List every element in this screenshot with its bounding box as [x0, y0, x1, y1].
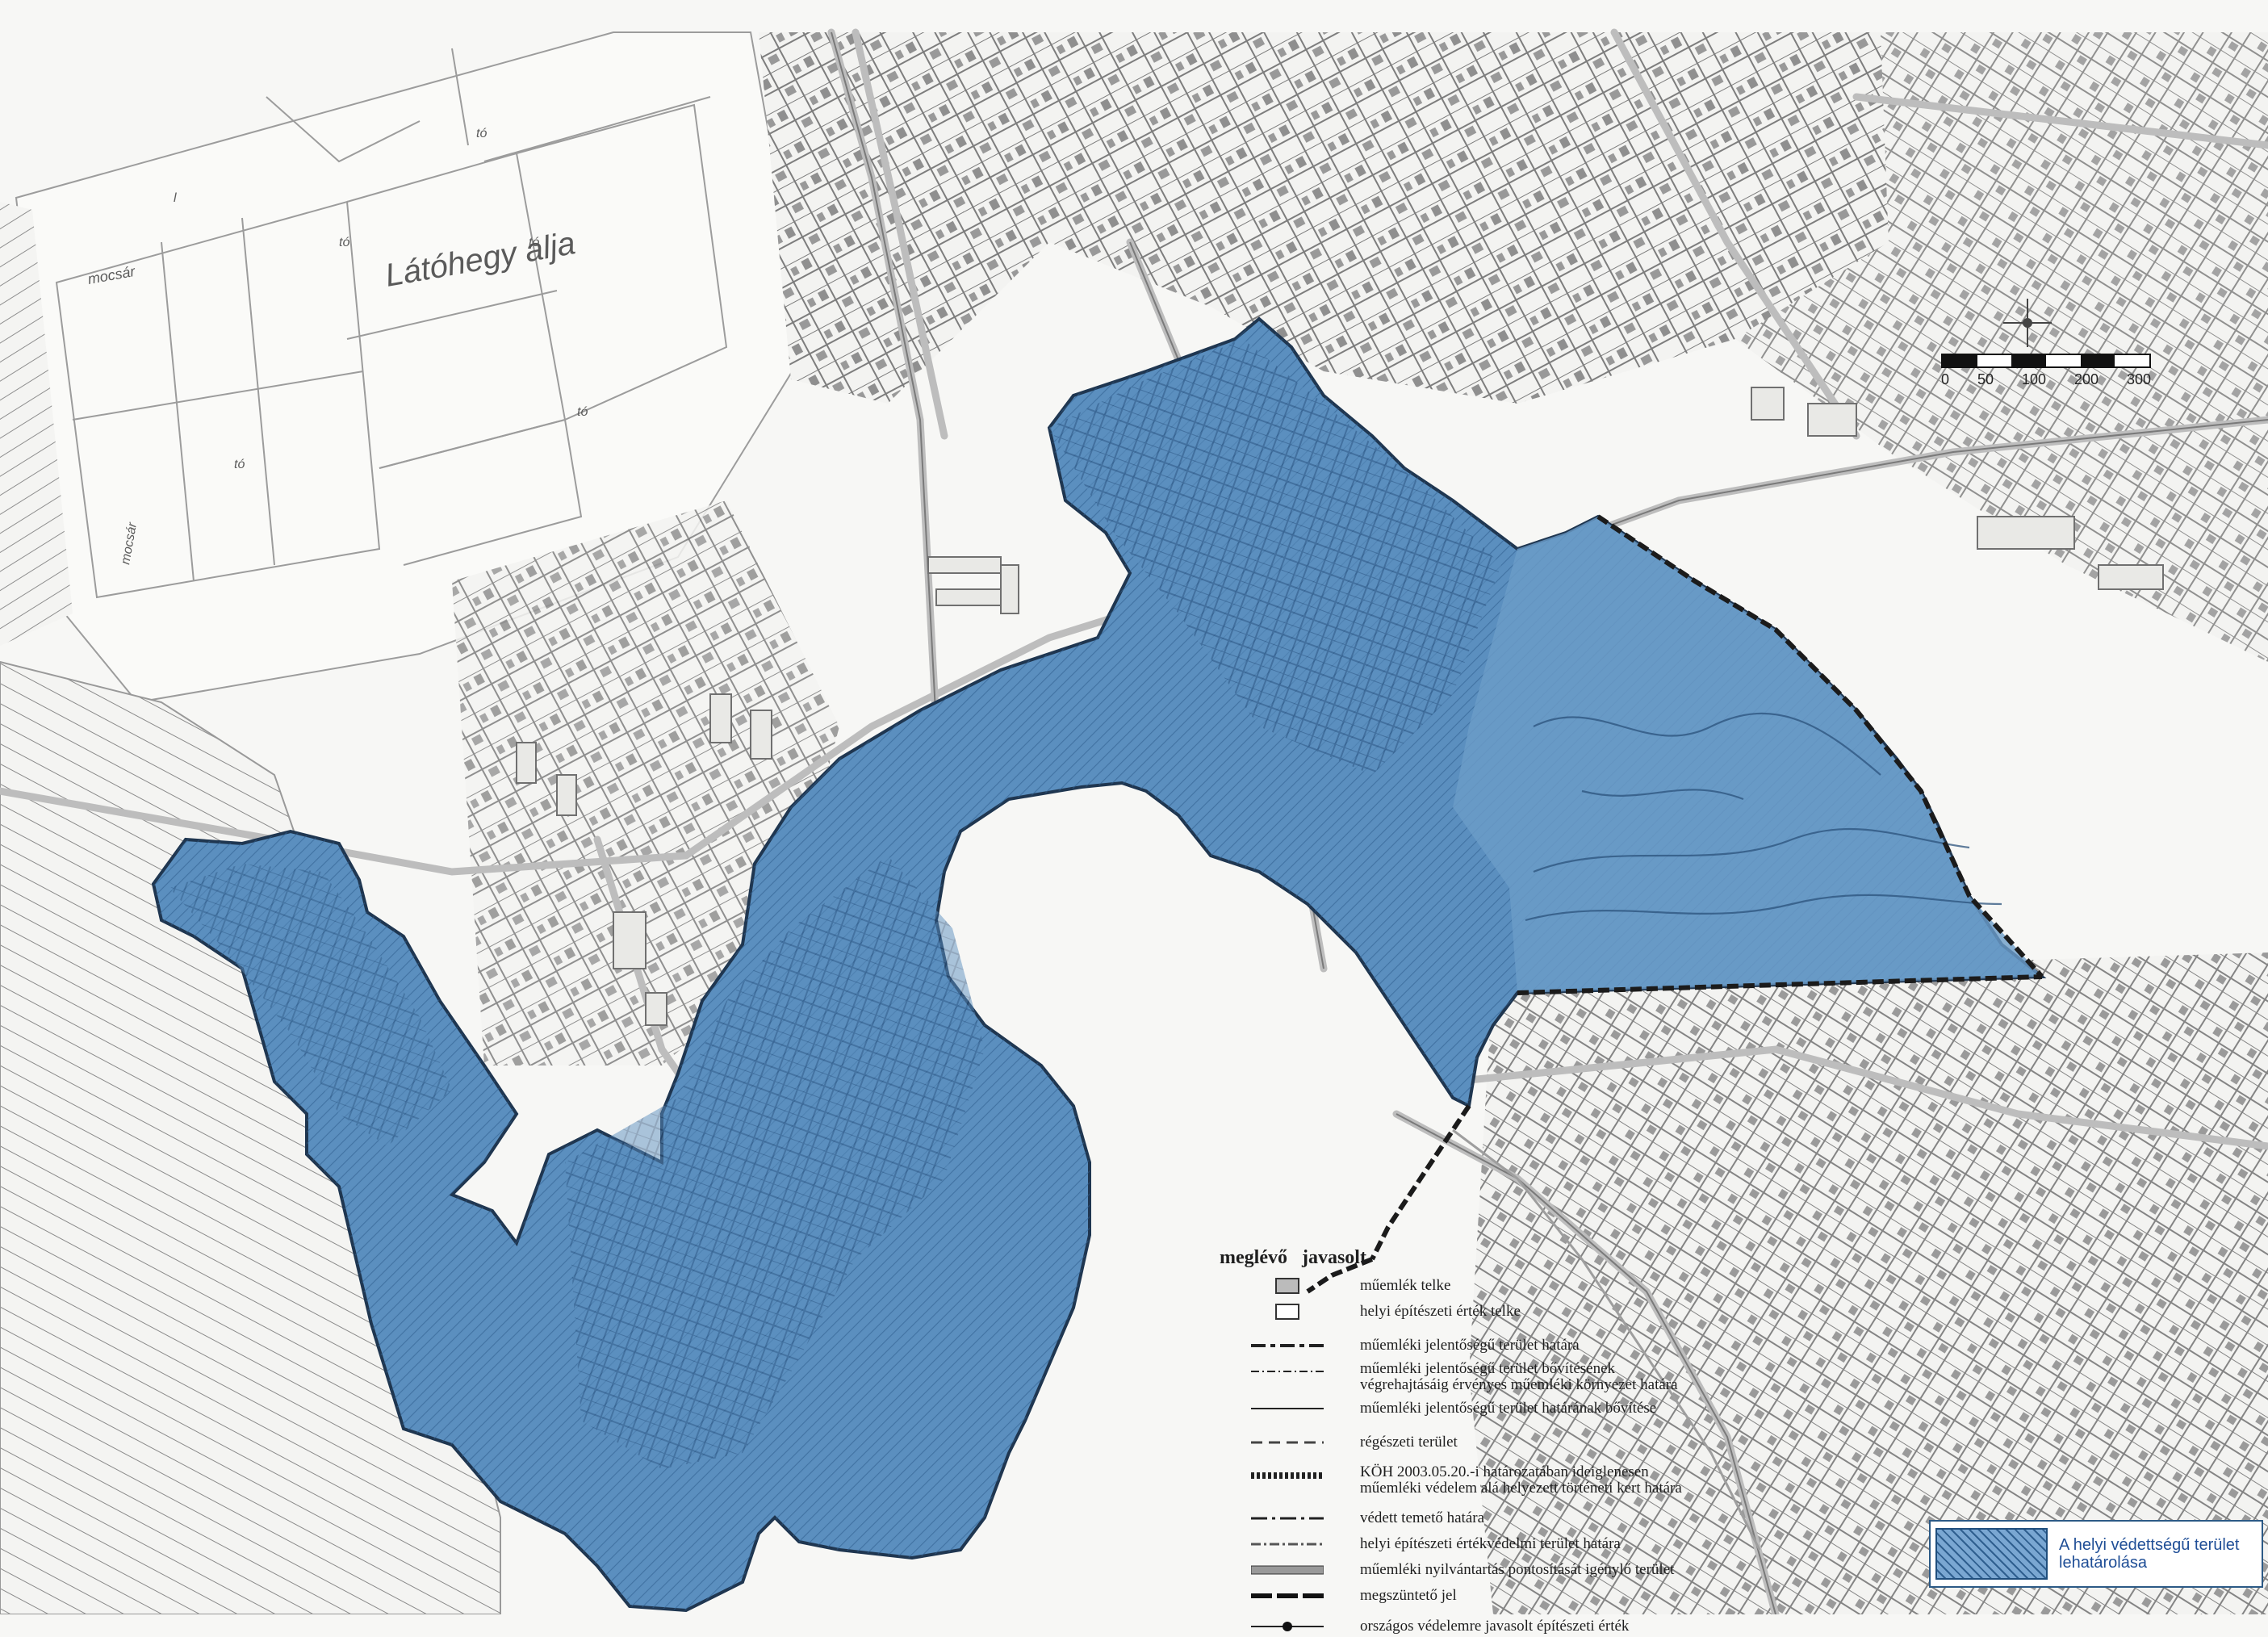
building-blocks	[516, 387, 2164, 1026]
scale-tick-0: 0	[1941, 371, 1950, 387]
place-label-to-5: tó	[234, 458, 245, 471]
legend-label: műemléki jelentőségű terület bővítésének…	[1360, 1360, 1678, 1393]
brook-line	[1452, 1128, 1761, 1551]
legend-item: országos védelemre javasolt építészeti é…	[1215, 1616, 1731, 1637]
scale-tick-50: 50	[1977, 371, 1994, 387]
bold-mark-icon	[1251, 1593, 1324, 1598]
hatched-square-icon	[1275, 1278, 1299, 1294]
legend-label: KÖH 2003.05.20.-i határozatában ideiglen…	[1360, 1463, 1682, 1497]
legend-label: országos védelemre javasolt építészeti é…	[1360, 1618, 1630, 1635]
left-strip-parcels-2	[0, 202, 73, 646]
legend-label: helyi építészeti érték telke	[1360, 1303, 1521, 1320]
north-arrow-icon	[2003, 299, 2052, 347]
legend-item: műemléki jelentőségű terület határának b…	[1215, 1398, 1731, 1419]
scale-bar: 0 50 100 200 300	[1941, 354, 2151, 402]
legend-header-existing: meglévő	[1220, 1247, 1287, 1268]
place-label-l: l	[174, 191, 177, 205]
protected-area-key: A helyi védettségű terület lehatárolása	[1929, 1520, 2263, 1588]
park-area	[1453, 517, 2042, 993]
scale-tick-200: 200	[2073, 371, 2099, 387]
park-paths	[1525, 712, 2002, 922]
dash-hv-icon	[1251, 1543, 1324, 1546]
scale-tick-300: 300	[2126, 371, 2151, 387]
legend-item: műemléki nyilvántartás pontosítását igén…	[1215, 1560, 1731, 1580]
legend-item: műemlék telke	[1215, 1275, 1731, 1296]
legend-label: védett temető határa	[1360, 1509, 1485, 1526]
town-middle	[452, 500, 839, 1066]
place-label-to-2: tó	[339, 236, 349, 249]
pattern-band-icon	[1251, 1565, 1324, 1575]
fine-dash-icon	[1251, 1371, 1324, 1372]
key-label: A helyi védettségű terület lehatárolása	[2059, 1536, 2240, 1572]
place-label-to-4: tó	[577, 405, 588, 419]
legend-header-proposed: javasolt	[1301, 1247, 1366, 1268]
legend-label: helyi építészeti értékvédelmi terület ha…	[1360, 1535, 1621, 1552]
legend-label: régészeti terület	[1360, 1434, 1458, 1451]
legend-label: műemlék telke	[1360, 1277, 1451, 1294]
legend-item: KÖH 2003.05.20.-i határozatában ideiglen…	[1215, 1464, 1731, 1497]
protected-dense-west	[169, 864, 452, 1146]
place-label-to: tó	[476, 127, 487, 140]
dash-t-icon	[1251, 1517, 1324, 1520]
empty-square-icon	[1275, 1304, 1299, 1320]
scale-bar-graphic	[1941, 354, 2151, 368]
protected-dense-south	[565, 856, 985, 1469]
protected-dense-north	[1049, 339, 1501, 775]
town-east	[1735, 32, 2268, 662]
thin-line-icon	[1251, 1408, 1324, 1409]
bead-line-icon	[1251, 1472, 1324, 1479]
legend-item: műemléki jelentőségű terület határa	[1215, 1335, 1731, 1356]
legend-item: régészeti terület	[1215, 1432, 1731, 1453]
map-legend: meglévő javasolt műemlék telke helyi épí…	[1215, 1247, 1731, 1637]
legend-item: védett temető határa	[1215, 1508, 1731, 1529]
legend-item: műemléki jelentőségű terület bővítésének…	[1215, 1361, 1731, 1393]
legend-item: helyi építészeti érték telke	[1215, 1301, 1731, 1322]
legend-label: műemléki jelentőségű terület határának b…	[1360, 1400, 1657, 1417]
dash-line-icon	[1251, 1344, 1324, 1347]
key-swatch	[1935, 1528, 2048, 1580]
scale-tick-100: 100	[2021, 371, 2046, 387]
legend-item: megszüntető jel	[1215, 1585, 1731, 1606]
legend-label: műemléki nyilvántartás pontosítását igén…	[1360, 1561, 1675, 1578]
legend-label: megszüntető jel	[1360, 1587, 1457, 1604]
dash-r-icon	[1251, 1441, 1324, 1444]
town-north	[759, 32, 1889, 404]
legend-label: műemléki jelentőségű terület határa	[1360, 1337, 1580, 1354]
dot-line-icon	[1251, 1622, 1324, 1631]
legend-item: helyi építészeti értékvédelmi terület ha…	[1215, 1534, 1731, 1555]
place-label-to-3: tó	[529, 236, 539, 249]
boundary-segments	[1306, 514, 2044, 1294]
